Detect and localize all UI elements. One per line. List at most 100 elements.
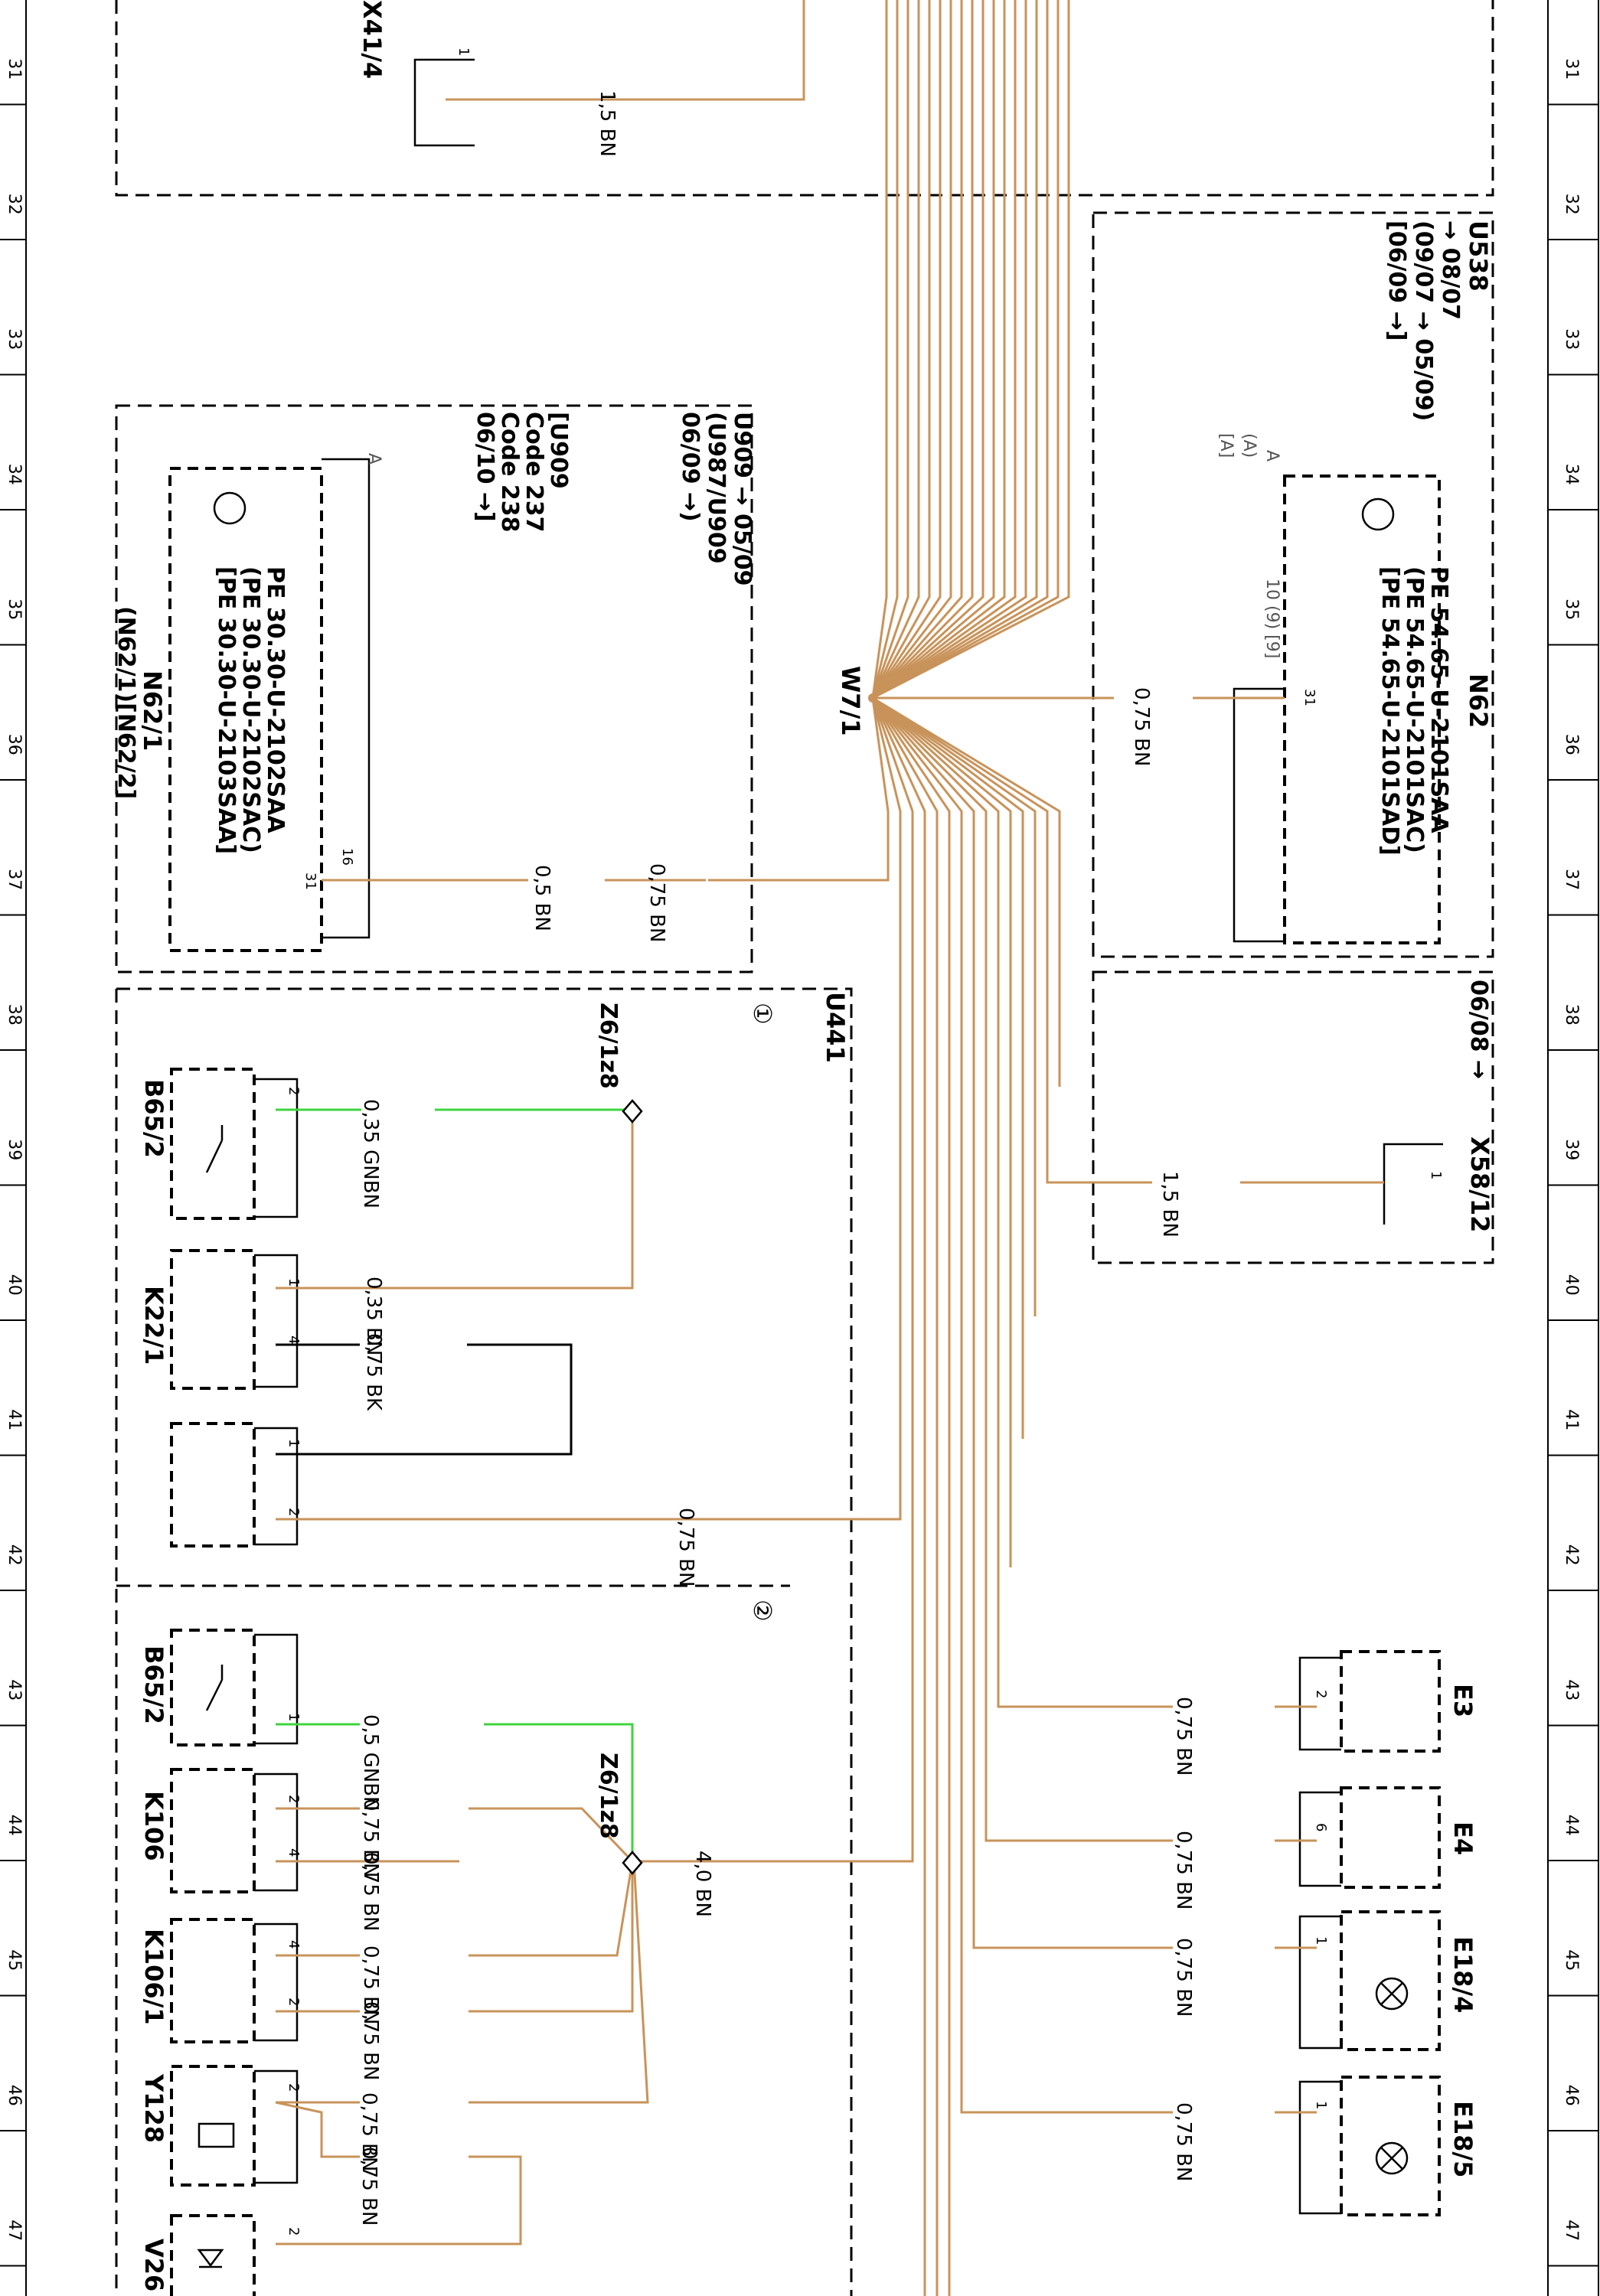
grid-number-right: 40	[1562, 1274, 1581, 1296]
k106-1-pin2: 2	[286, 1998, 302, 2006]
x58-12-connector	[1383, 1143, 1443, 1225]
n62-wire: 0,75 BN	[1130, 687, 1153, 766]
k106-pin2: 2	[286, 1795, 302, 1803]
n62-1-label2: (N62/1)[N62/2]	[113, 606, 139, 799]
w7-1-label: W7/1	[836, 666, 865, 736]
k106-pin4: 4	[286, 1848, 302, 1857]
e18-4-lamp-icon	[1375, 1977, 1409, 2011]
grid-number-left: 45	[5, 1949, 24, 1971]
grid-number-right: 35	[1562, 598, 1581, 620]
y128-wire2: 0,75 BN	[358, 2147, 380, 2226]
k-unlabeled-box	[170, 1422, 256, 1548]
n62-label: N62	[1464, 673, 1493, 728]
grid-number-left: 44	[5, 1815, 24, 1836]
n62-box	[1283, 475, 1441, 944]
k106-wire4: 0,75 BN	[359, 1852, 382, 1931]
b65-2-bot-pin: 1	[286, 1713, 302, 1721]
e18-5-lamp-icon	[1375, 2141, 1409, 2175]
u909-line6: Code 238	[496, 412, 523, 533]
k106-wire2: 0,75 BN	[359, 1799, 382, 1877]
y128-box	[170, 2065, 256, 2187]
frame-u538	[1092, 211, 1494, 958]
u909-line3: 06/09 →)	[677, 412, 704, 522]
x58-12-date: 06/08 →	[1465, 980, 1492, 1079]
n62-1-box	[168, 467, 323, 952]
n62-1-a: A	[364, 453, 384, 465]
k106-1-label: K106/1	[139, 1929, 168, 2025]
e3-label: E3	[1448, 1684, 1478, 1717]
grid-number-left: 37	[5, 869, 24, 890]
e18-5-wire: 0,75 BN	[1172, 2102, 1195, 2181]
k-box-pin2: 2	[286, 1508, 302, 1516]
grid-number-left: 42	[5, 1544, 24, 1566]
k22-1-pin1: 1	[286, 1278, 302, 1287]
x41-4-pin: 1	[456, 47, 472, 56]
k22-1-box	[170, 1249, 256, 1390]
b65-2-bot-box	[170, 1629, 256, 1746]
grid-number-left: 31	[5, 58, 24, 80]
grid-number-right: 39	[1562, 1139, 1581, 1160]
k-box-wire2: 0,75 BN	[674, 1508, 697, 1587]
grid-number-right: 33	[1562, 328, 1581, 350]
b65-2-top-pin: 2	[286, 1087, 302, 1095]
wire-harness	[275, 0, 1384, 2296]
grid-number-right: 38	[1562, 1004, 1581, 1026]
grid-number-left: 35	[5, 598, 24, 620]
u909-line1: U909 → 05/09	[729, 412, 756, 585]
v26-box	[170, 2214, 256, 2296]
v26-diode-icon	[197, 2249, 224, 2268]
b65-2-top-switch-icon	[205, 1125, 224, 1173]
u909-line7: 06/10 →]	[472, 412, 498, 522]
grid-number-right: 37	[1562, 869, 1581, 890]
k-box-pin1: 1	[286, 1439, 302, 1447]
grid-number-left: 33	[5, 328, 24, 350]
b65-2-bot-switch-icon	[205, 1665, 224, 1711]
grid-number-left: 38	[5, 1004, 24, 1026]
grid-number-left: 40	[5, 1274, 24, 1296]
n62-transistor-icon	[1361, 497, 1395, 531]
k106-1-pin4: 4	[286, 1940, 302, 1949]
n62-1-label: N62/1	[138, 670, 167, 751]
y128-valve-icon	[198, 2122, 235, 2148]
grid-number-right: 45	[1562, 1949, 1581, 1971]
n62-pe3: [PE 54.65-U-2101SAD]	[1376, 566, 1403, 856]
v26-pin: 2	[286, 2227, 302, 2236]
n62-1-wire-box: 0,5 BN	[531, 865, 553, 931]
grid-number-left: 41	[5, 1409, 24, 1430]
n62-pe1: PE 54.65-U-2101SAA	[1425, 566, 1452, 833]
u909-line5: Code 237	[521, 412, 547, 533]
n62-1-pin31: 31	[302, 872, 318, 890]
u538-date-1: → 08/07	[1437, 220, 1464, 320]
k22-1-label: K22/1	[139, 1286, 168, 1365]
frame-x58-12	[1092, 970, 1494, 1264]
n62-1-pe1: PE 30.30-U-2102SAA	[262, 566, 289, 833]
grid-number-left: 34	[5, 464, 24, 485]
u538-label: U538	[1464, 220, 1493, 292]
k106-1-wire4: 0,75 BN	[359, 1945, 382, 2024]
trunk-bundle-bottom	[708, 696, 1173, 2296]
n62-a1: A	[1262, 450, 1282, 461]
n62-a3: [A]	[1216, 433, 1236, 458]
u538-date-3: [06/09 →]	[1383, 220, 1410, 341]
e18-5-pin: 1	[1313, 2101, 1329, 2109]
x58-12-wire: 1,5 BN	[1158, 1171, 1181, 1238]
e18-5-box	[1340, 2076, 1441, 2216]
e18-5-label: E18/5	[1448, 2101, 1478, 2177]
n62-1-pin16: 16	[339, 848, 355, 866]
e18-4-pin: 1	[1313, 1936, 1329, 1945]
k106-1-box	[170, 1918, 256, 2043]
b65-2-top-box	[170, 1068, 256, 1220]
x58-12-label: X58/12	[1465, 1137, 1494, 1232]
b65-2-top-wire: 0,35 GNBN	[359, 1099, 382, 1208]
v26-label: V26	[139, 2239, 168, 2291]
u909-line2: (U987/U909	[703, 412, 730, 564]
z6-1z8-bot-splice	[622, 1851, 643, 1875]
x58-12-pin: 1	[1428, 1171, 1444, 1179]
n62-pins: 10 (9) [9]	[1262, 579, 1282, 658]
n62-1-wire: 0,75 BN	[645, 863, 668, 942]
x41-4-wire: 1,5 BN	[596, 90, 619, 157]
n62-pe2: (PE 54.65-U-2101SAC)	[1401, 566, 1428, 853]
u441-label: U441	[821, 992, 850, 1063]
b65-2-bot-label: B65/2	[139, 1645, 168, 1724]
y128-wire1: 0,75 BN	[358, 2092, 380, 2171]
